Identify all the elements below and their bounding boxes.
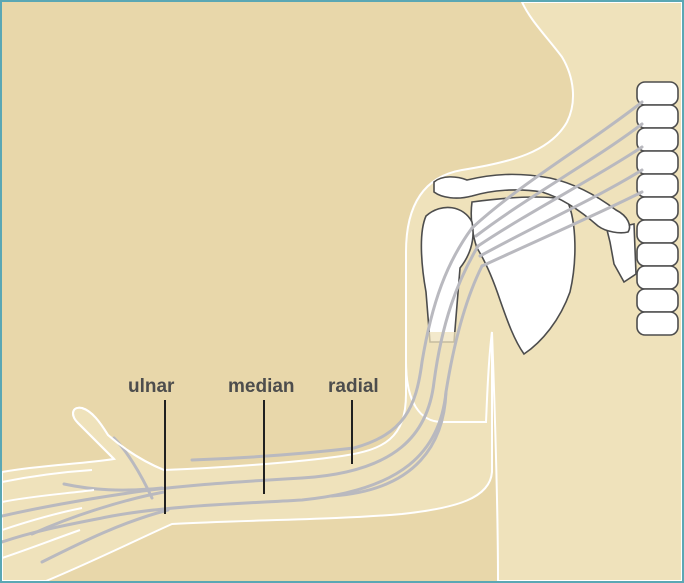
vertebra	[637, 266, 678, 289]
label-radial: radial	[328, 376, 379, 397]
vertebra	[637, 289, 678, 312]
vertebra	[637, 243, 678, 266]
label-ulnar: ulnar	[128, 376, 175, 397]
vertebral-column-icon	[637, 82, 678, 335]
vertebra	[637, 312, 678, 335]
vertebra	[637, 197, 678, 220]
vertebra	[637, 220, 678, 243]
vertebra	[637, 174, 678, 197]
label-median: median	[228, 376, 295, 397]
